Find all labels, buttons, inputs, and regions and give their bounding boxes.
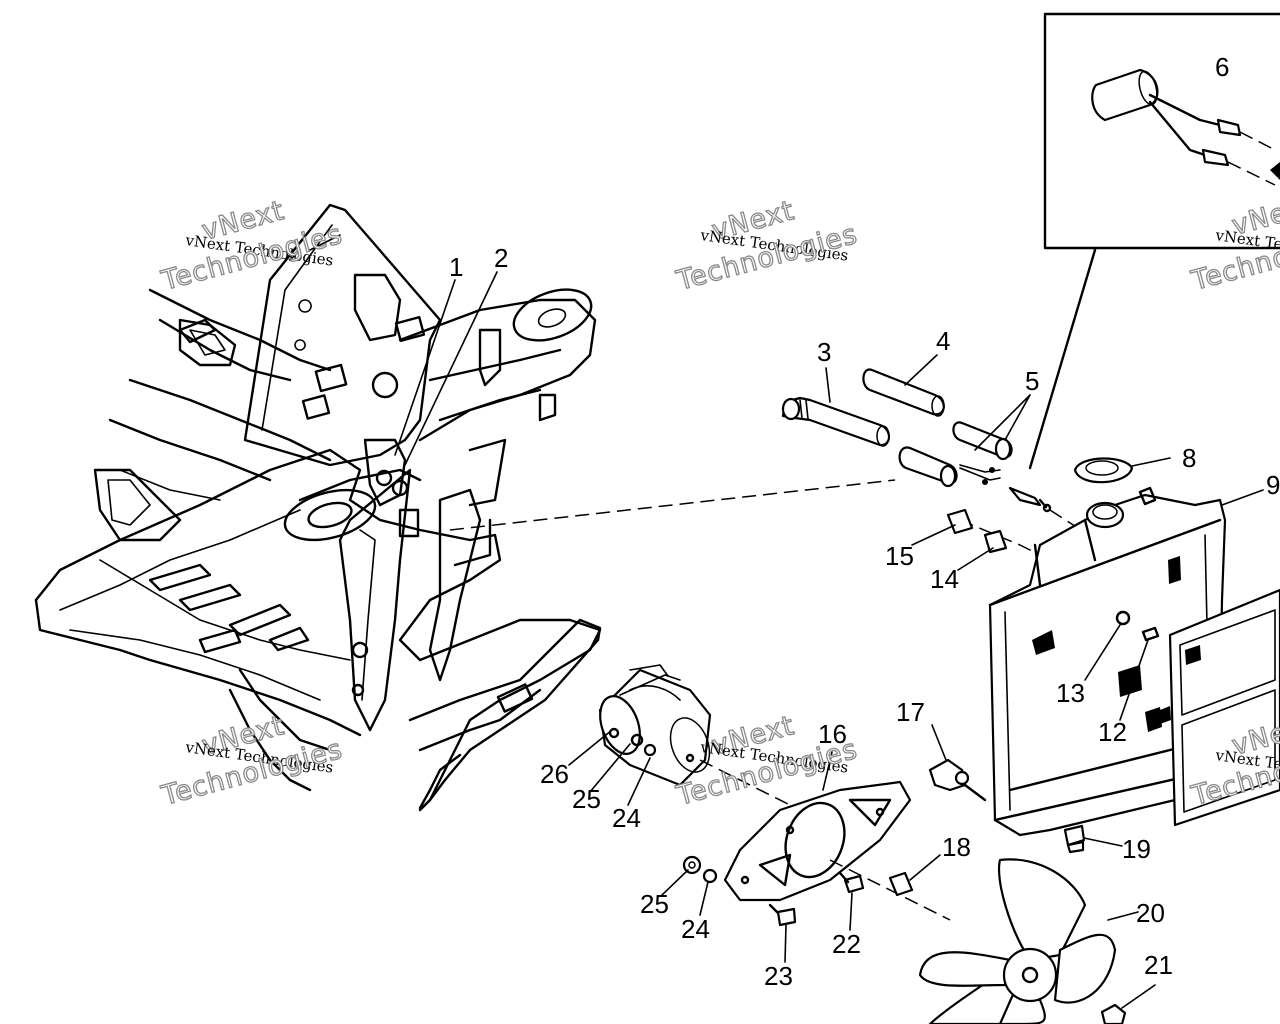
callout-25: 25 <box>640 889 669 919</box>
fan-motor <box>598 664 801 811</box>
callout-13: 13 <box>1056 678 1085 708</box>
callout-12: 12 <box>1098 717 1127 747</box>
axis-line <box>829 859 951 921</box>
callout-labels: 1 2 3 4 5 6 8 9 12 13 14 15 16 17 18 19 … <box>449 52 1280 991</box>
callout-26: 26 <box>540 759 569 789</box>
frame-assembly <box>34 203 896 812</box>
wiring-inset <box>1043 12 1280 250</box>
callout-24: 24 <box>612 803 641 833</box>
callout-4: 4 <box>936 326 950 356</box>
callout-24: 24 <box>681 914 710 944</box>
callout-6: 6 <box>1215 52 1229 82</box>
callout-21: 21 <box>1144 950 1173 980</box>
callout-14: 14 <box>930 564 959 594</box>
leader-inset <box>1028 248 1097 470</box>
hardware <box>682 508 1127 1024</box>
callout-9: 9 <box>1266 470 1280 500</box>
leader-lines <box>394 271 1264 1009</box>
callout-15: 15 <box>885 541 914 571</box>
fan-shroud <box>1160 588 1280 827</box>
coolant-hoses <box>781 368 1121 561</box>
callout-18: 18 <box>942 832 971 862</box>
callout-8: 8 <box>1182 443 1196 473</box>
fan-blade <box>918 858 1117 1024</box>
callout-2: 2 <box>494 243 508 273</box>
callout-1: 1 <box>449 252 463 282</box>
callout-5: 5 <box>1025 366 1039 396</box>
callout-3: 3 <box>817 337 831 367</box>
callout-20: 20 <box>1136 898 1165 928</box>
callout-19: 19 <box>1122 834 1151 864</box>
callout-17: 17 <box>896 697 925 727</box>
callout-22: 22 <box>832 929 861 959</box>
callout-23: 23 <box>764 961 793 991</box>
callout-16: 16 <box>818 719 847 749</box>
motor-mount-plate <box>723 780 912 902</box>
callout-25: 25 <box>572 784 601 814</box>
